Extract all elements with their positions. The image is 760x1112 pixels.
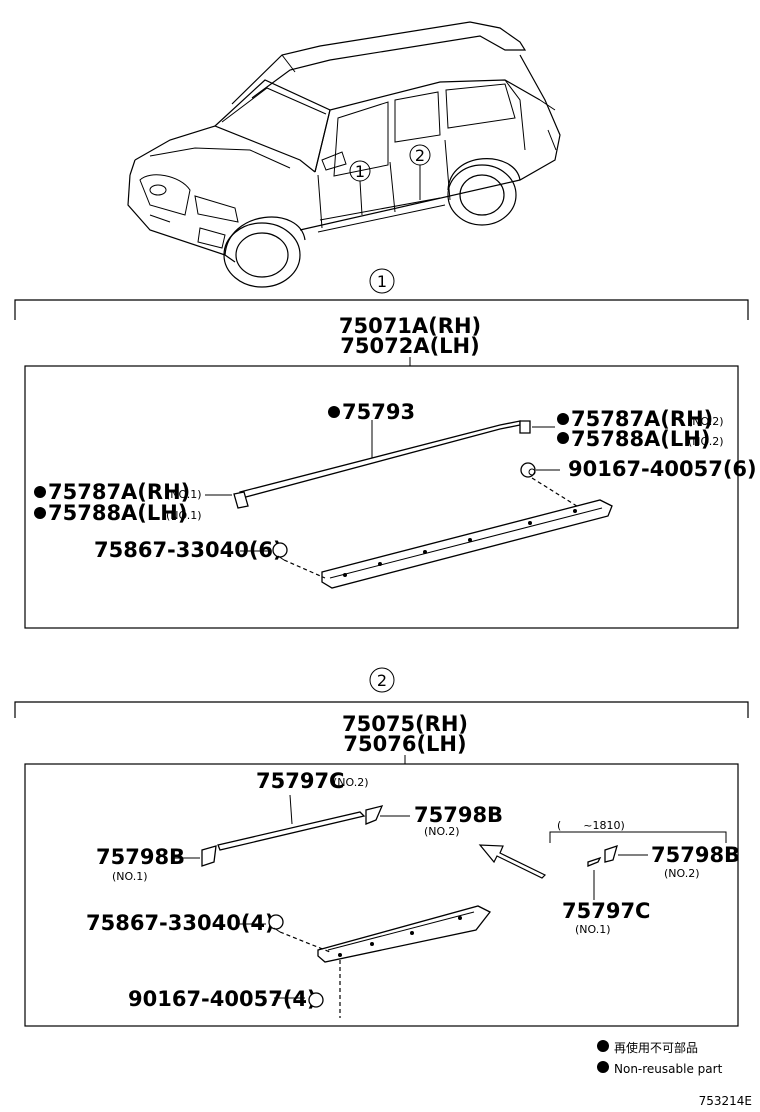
legend-non-reusable-jp: 再使用不可部品 [614,1040,698,1055]
non-reusable-marker [597,1040,609,1052]
label-90167-40057-4: 90167-40057(4) [128,987,317,1011]
group-2: 2 75075(RH) 75076(LH) 75797C (NO.2) 7579… [14,667,749,1027]
date-range-label: ( ~1810) [557,819,625,832]
label-no1-b: (NO.1) [166,509,202,522]
non-reusable-marker [34,486,46,498]
label-75793: 75793 [342,400,415,424]
non-reusable-marker [557,432,569,444]
label-75787a-no2: 75787A(RH) [571,407,713,431]
group-2-title-rh: 75075(RH) [342,712,468,736]
label-no2-c: (NO.2) [333,776,369,789]
label-no1-c: (NO.1) [112,870,148,883]
label-75797c-bottom: 75797C [562,899,650,923]
non-reusable-marker [597,1061,609,1073]
group-2-title-lh: 75076(LH) [343,732,466,756]
label-75788a-no1: 75788A(LH) [48,501,187,525]
non-reusable-marker [328,406,340,418]
group-1-title-rh: 75071A(RH) [339,314,481,338]
group-1: 1 75071A(RH) 75072A(LH) 75793 75787A(RH)… [14,268,757,629]
label-no2-a: (NO.2) [688,415,724,428]
legend: 再使用不可部品 Non-reusable part 753214E [597,1040,752,1108]
label-no1-a: (NO.1) [166,488,202,501]
label-75797c-top: 75797C [256,769,344,793]
label-75788a-no2: 75788A(LH) [571,427,710,451]
label-75798b-right: 75798B [651,843,740,867]
label-no1-d: (NO.1) [575,923,611,936]
car-callout-2: 2 [415,146,425,165]
label-75787a-no1: 75787A(RH) [48,480,190,504]
figure-code: 753214E [699,1094,752,1108]
legend-non-reusable-en: Non-reusable part [614,1062,723,1076]
group-2-callout: 2 [377,671,387,690]
label-75867-33040-4: 75867-33040(4) [86,911,275,935]
label-90167-40057-6: 90167-40057(6) [568,457,757,481]
label-no2-e: (NO.2) [664,867,700,880]
label-75867-33040-6: 75867-33040(6) [94,538,283,562]
label-75798b-top: 75798B [414,803,503,827]
non-reusable-marker [34,507,46,519]
group-1-callout: 1 [377,272,387,291]
car-callout-1: 1 [355,162,365,181]
non-reusable-marker [557,413,569,425]
group-1-title-lh: 75072A(LH) [340,334,479,358]
vehicle-illustration: 1 2 [127,21,561,288]
label-no2-d: (NO.2) [424,825,460,838]
label-no2-b: (NO.2) [688,435,724,448]
label-75798b-left: 75798B [96,845,185,869]
